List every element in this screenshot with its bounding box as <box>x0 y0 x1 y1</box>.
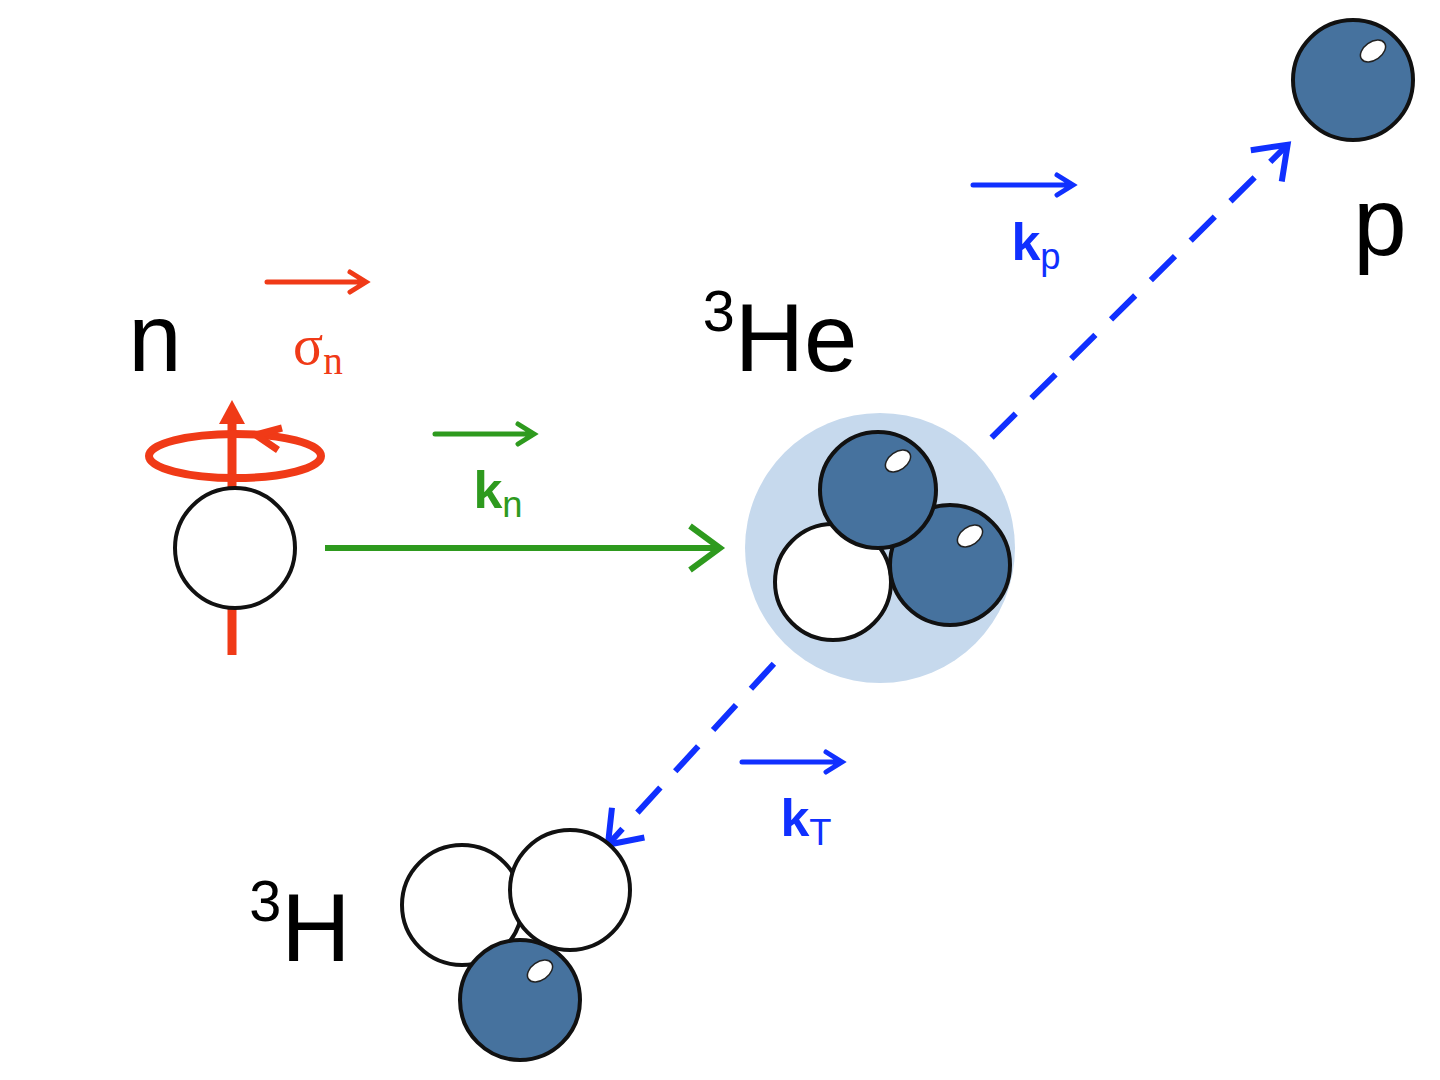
momentum-arrow <box>608 664 774 845</box>
nucleus-halo <box>745 413 1015 683</box>
spin-label: σn <box>293 317 343 373</box>
spin-arrowhead <box>219 400 245 424</box>
nucleon <box>820 432 936 548</box>
triton: 3H <box>400 828 632 1062</box>
momentum-arrow <box>992 145 1288 438</box>
subscript: p <box>1040 236 1060 277</box>
particle-shape <box>400 828 632 1062</box>
arrowhead <box>1251 145 1288 182</box>
vector-arrow <box>742 752 842 772</box>
subscript: n <box>323 339 343 382</box>
nucleon <box>1293 20 1413 140</box>
symbol: k <box>473 461 502 519</box>
particle-shape <box>1293 20 1413 140</box>
momentum-label: kn <box>473 464 522 516</box>
subscript: T <box>809 812 831 853</box>
proton: p <box>1293 20 1413 140</box>
vector-arrow <box>973 175 1073 195</box>
arrowhead <box>608 808 644 845</box>
particle-label: n <box>128 290 181 386</box>
vector-arrow <box>435 424 534 444</box>
nucleon <box>460 940 580 1060</box>
nucleon <box>175 488 295 608</box>
subscript: n <box>502 484 522 525</box>
highlight <box>1356 36 1389 67</box>
mass-number: 3 <box>249 869 281 933</box>
nucleon <box>510 830 630 950</box>
spin-rotation <box>149 434 321 478</box>
symbol: k <box>1011 213 1040 271</box>
momentum-label: kT <box>780 792 831 844</box>
momentum-arrow <box>325 526 720 570</box>
connector-line <box>325 545 720 551</box>
symbol: σ <box>293 314 323 376</box>
particle-label: 3He <box>703 290 858 386</box>
helium-3-nucleus: 3He <box>745 413 1015 683</box>
mass-number: 3 <box>703 279 735 343</box>
connector-line <box>992 145 1288 438</box>
highlight <box>881 446 914 477</box>
rotation-arrowhead <box>256 428 282 450</box>
connector-line <box>608 664 774 845</box>
vector-arrow <box>267 272 366 292</box>
momentum-label: kp <box>1011 216 1060 268</box>
symbol: k <box>780 789 809 847</box>
neutron: n <box>175 488 295 608</box>
highlight <box>523 956 556 987</box>
highlight <box>953 521 986 552</box>
particle-label: p <box>1353 174 1406 270</box>
particle-shape <box>175 488 295 608</box>
arrowhead <box>690 526 720 570</box>
particle-label: 3H <box>249 880 350 976</box>
element-symbol: H <box>281 874 350 981</box>
element-symbol: He <box>735 284 858 391</box>
particle-shape <box>745 413 1015 683</box>
